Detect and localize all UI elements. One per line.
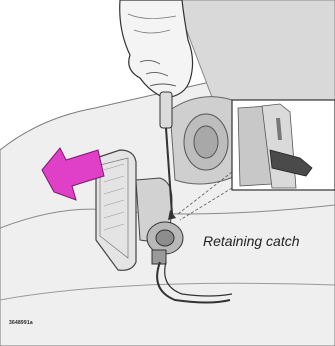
callout-label: Retaining catch [203,233,300,249]
screwdriver-handle [160,92,172,128]
figure-code: 3648991a [9,320,33,326]
detail-inset [232,100,335,190]
